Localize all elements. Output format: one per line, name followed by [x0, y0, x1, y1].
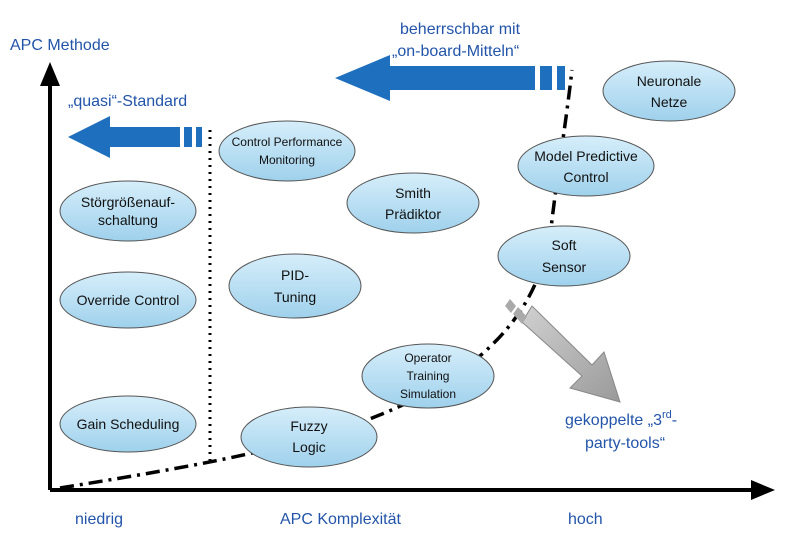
node-pid-tuning: PID- Tuning — [228, 253, 362, 319]
x-axis-high-label: hoch — [568, 511, 603, 528]
node-label: Training — [407, 369, 450, 383]
x-axis — [50, 480, 775, 500]
node-label: Sensor — [542, 259, 587, 275]
node-label: Soft — [552, 237, 577, 253]
onboard-arrow — [335, 55, 565, 101]
node-control-performance-monitoring: Control Performance Monitoring — [218, 120, 356, 182]
node-model-predictive-control: Model Predictive Control — [517, 135, 655, 197]
x-axis-low-label: niedrig — [75, 511, 123, 528]
node-label: Monitoring — [259, 153, 315, 167]
node-label: Control Performance — [232, 135, 343, 149]
onboard-label-line1: beherrschbar mit — [400, 21, 521, 38]
quasi-standard-arrow — [68, 116, 202, 158]
node-fuzzy-logic: Fuzzy Logic — [240, 406, 378, 468]
third-party-label-line2: party-tools“ — [585, 435, 665, 452]
third-party-label-line1: gekoppelte „3rd- — [565, 409, 677, 429]
node-operator-training-simulation: Operator Training Simulation — [361, 343, 495, 409]
node-label: PID- — [281, 267, 309, 283]
node-label: Override Control — [77, 292, 180, 308]
x-axis-label: APC Komplexität — [280, 511, 401, 528]
y-axis — [40, 62, 60, 490]
node-label: schaltung — [98, 212, 158, 228]
node-label: Smith — [395, 185, 431, 201]
node-stoergroessenaufschaltung: Störgrößenauf- schaltung — [59, 180, 197, 242]
node-label: Model Predictive — [534, 148, 638, 164]
node-neuronale-netze: Neuronale Netze — [602, 60, 736, 122]
node-smith-praediktor: Smith Prädiktor — [346, 172, 480, 234]
node-label: Gain Scheduling — [77, 416, 180, 432]
node-label: Netze — [651, 94, 688, 110]
node-label: Störgrößenauf- — [81, 194, 175, 210]
node-label: Simulation — [400, 387, 456, 401]
node-label: Control — [563, 169, 608, 185]
node-label: Fuzzy — [290, 418, 327, 434]
node-label: Neuronale — [637, 73, 702, 89]
quasi-standard-label: „quasi“-Standard — [68, 93, 187, 110]
node-label: Prädiktor — [385, 206, 441, 222]
node-label: Logic — [292, 439, 325, 455]
node-label: Operator — [404, 351, 451, 365]
third-party-arrow — [505, 299, 621, 403]
node-soft-sensor: Soft Sensor — [497, 225, 631, 287]
node-label: Tuning — [274, 289, 316, 305]
node-override-control: Override Control — [59, 271, 197, 329]
node-gain-scheduling: Gain Scheduling — [59, 395, 197, 453]
y-axis-label: APC Methode — [10, 37, 110, 54]
onboard-label-line2: „on-board-Mitteln“ — [392, 43, 519, 60]
